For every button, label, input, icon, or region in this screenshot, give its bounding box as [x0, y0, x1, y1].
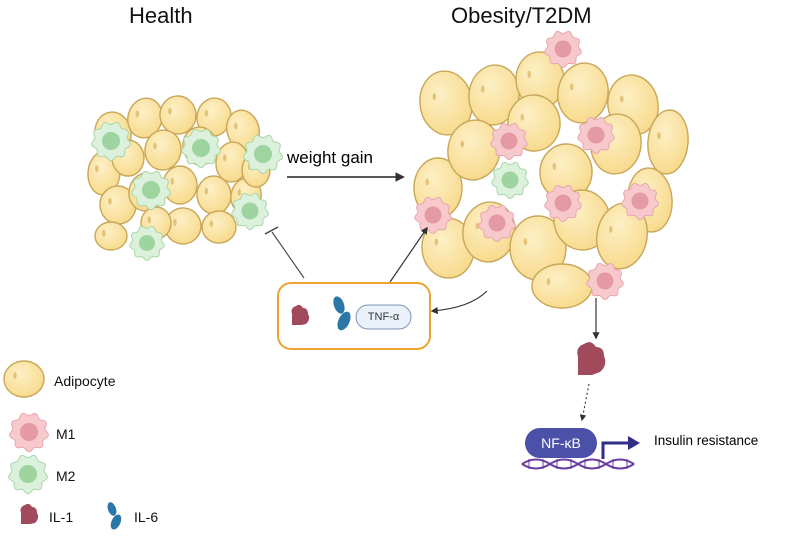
adipocyte: [539, 143, 593, 201]
m1-macrophage: [586, 262, 624, 301]
tnf-alpha-label: TNF-α: [367, 311, 400, 323]
legend-m2-icon: [8, 454, 48, 495]
m2-macrophage: [131, 170, 171, 211]
legend-adipocyte-label: Adipocyte: [54, 373, 116, 389]
il1-icon: [291, 304, 310, 325]
m1-macrophage: [544, 30, 582, 69]
m2-macrophage: [129, 225, 165, 261]
m1-macrophage: [577, 116, 615, 155]
m2-macrophage: [231, 192, 269, 231]
inhibition-bar: [264, 226, 279, 235]
legend-il1-label: IL-1: [49, 509, 74, 525]
m2-macrophage: [491, 161, 529, 200]
adipocyte: [162, 165, 198, 205]
inhibition-line: [271, 231, 305, 279]
transcription-arrow: [601, 436, 640, 459]
obese-to-cytokine-arrow: [430, 290, 488, 315]
insulin-resistance-label: Insulin resistance: [654, 433, 759, 448]
adipocyte: [531, 263, 593, 309]
cytokine-to-obese-arrow: [389, 226, 428, 283]
tnf-alpha-capsule: [355, 304, 412, 330]
nfkb-capsule: [525, 428, 597, 458]
m1-macrophage: [544, 184, 582, 223]
cytokine-box: [277, 282, 431, 350]
legend-il6-icon: [107, 502, 122, 530]
title-health: Health: [129, 3, 193, 28]
m2-macrophage: [91, 121, 131, 162]
healthy-adipose-tissue: [87, 95, 283, 261]
m2-macrophage: [243, 134, 283, 175]
m2-macrophage: [181, 128, 221, 169]
adipocyte: [94, 221, 128, 251]
il6-icon: [333, 296, 351, 331]
legend-m2-label: M2: [56, 468, 76, 484]
dna-helix: [521, 458, 635, 470]
m1-macrophage: [414, 196, 452, 235]
adipocyte: [144, 129, 182, 171]
adipocyte: [201, 210, 237, 244]
adipocyte: [215, 141, 249, 183]
adipocyte: [99, 185, 137, 225]
il1-to-nfkb-arrow: [579, 383, 590, 422]
nfkb-label: NF-κB: [541, 435, 581, 451]
legend-adipocyte-icon: [3, 360, 45, 398]
weight-gain-label: weight gain: [287, 148, 374, 167]
legend-il6-label: IL-6: [134, 509, 159, 525]
obese-adipose-tissue: [413, 30, 689, 309]
m1-macrophage: [621, 182, 659, 221]
adipocyte: [647, 109, 689, 175]
il1-pathway-icon: [577, 342, 606, 375]
m1-macrophage: [490, 122, 528, 161]
title-obesity: Obesity/T2DM: [451, 3, 592, 28]
legend-m1-label: M1: [56, 426, 76, 442]
legend-m1-icon: [9, 412, 49, 453]
legend-il1-icon: [20, 503, 39, 524]
adipocyte: [159, 95, 197, 135]
m1-macrophage: [478, 204, 516, 243]
